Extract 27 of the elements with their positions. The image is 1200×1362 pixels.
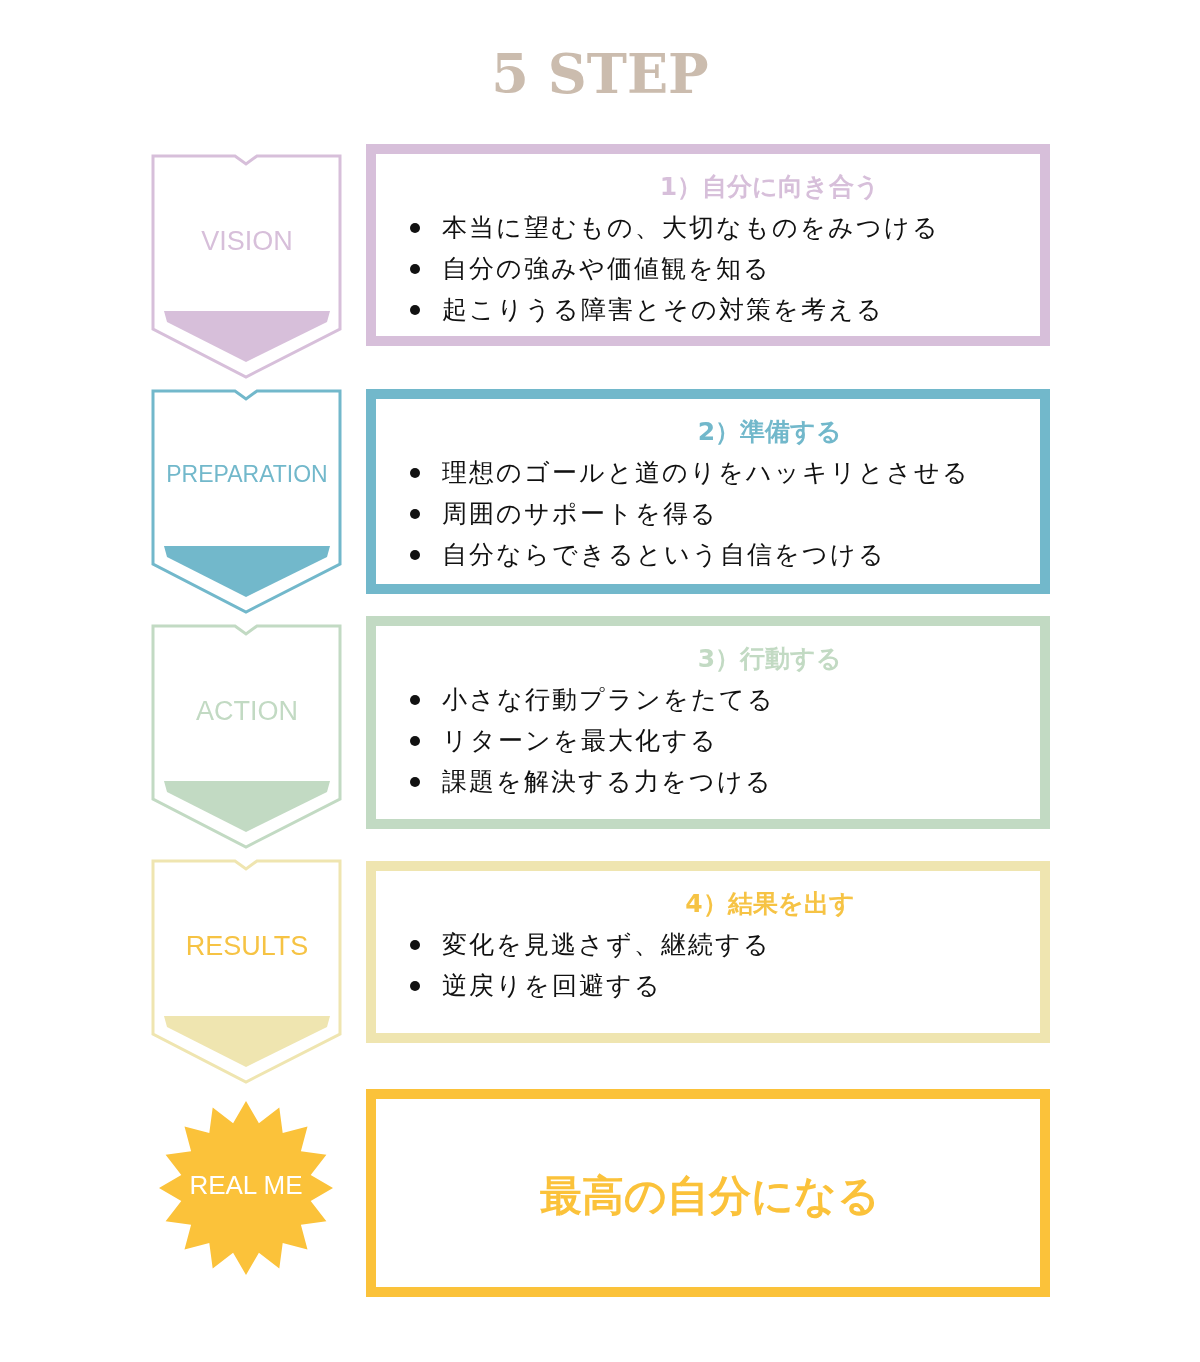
bullet-item: 自分ならできるという自信をつける [442, 539, 886, 571]
bullet-item: 自分の強みや価値観を知る [442, 253, 771, 285]
step-heading: 1）自分に向き合う [658, 171, 882, 203]
bullet-item: 本当に望むもの、大切なものをみつける [442, 212, 940, 244]
step-box [366, 861, 1050, 1043]
step-box [366, 144, 1050, 346]
goal-box [366, 1089, 1050, 1297]
bullet-item: リターンを最大化する [442, 725, 718, 757]
step-box [366, 389, 1050, 594]
step-label: RESULTS [184, 931, 310, 962]
bullet-item: 小さな行動プランをたてる [442, 684, 775, 716]
step-heading: 3）行動する [696, 643, 844, 675]
bullet-item: 逆戻りを回避する [442, 970, 662, 1002]
step-heading: 2）準備する [696, 416, 844, 448]
bullet-item: 課題を解決する力をつける [442, 766, 773, 798]
step-label: ACTION [195, 696, 299, 727]
step-label: PREPARATION [165, 461, 329, 488]
goal-text: 最高の自分になる [540, 1170, 880, 1222]
bullet-item: 起こりうる障害とその対策を考える [442, 294, 884, 326]
step-label: VISION [200, 226, 294, 257]
bullet-item: 変化を見逃さず、継続する [442, 929, 771, 961]
bullet-item: 理想のゴールと道のりをハッキリとさせる [442, 457, 970, 489]
step-box [366, 616, 1050, 829]
bullet-item: 周囲のサポートを得る [442, 498, 718, 530]
star-label: REAL ME [188, 1170, 304, 1201]
step-heading: 4）結果を出す [684, 888, 856, 920]
diagram-title: 5 STEP [490, 42, 710, 106]
